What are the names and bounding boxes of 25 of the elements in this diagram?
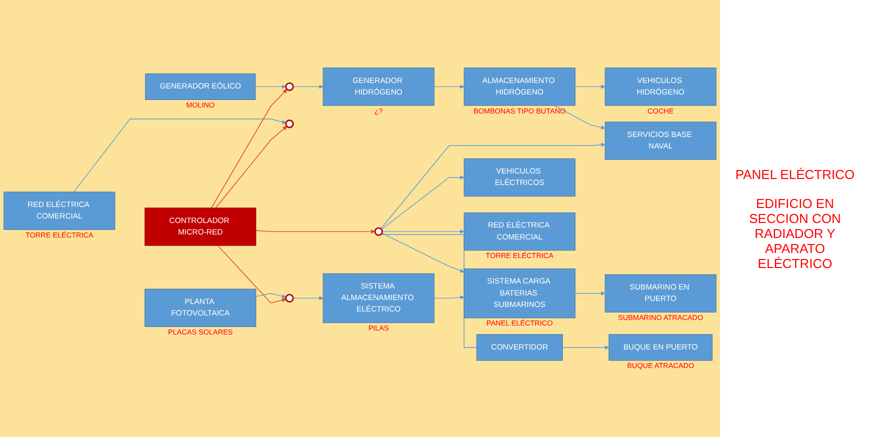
node-circle [285,120,294,128]
arrow [434,295,464,300]
arrow [215,126,287,208]
arrow [381,175,464,230]
node-circle [285,294,294,303]
node-circle [374,227,383,236]
arrow [380,142,606,230]
note-text: PANEL ELÉCTRICO [734,166,856,182]
arrow [574,84,606,89]
arrow [256,292,286,298]
arrow [255,84,286,89]
arrow [434,84,464,89]
arrow [382,229,464,234]
arrow [292,296,324,300]
arrow [562,345,610,350]
arrow [211,89,288,208]
arrow [554,105,606,130]
node-circle [285,82,294,91]
arrow [256,229,376,234]
arrow [292,84,324,89]
arrow [574,291,606,296]
arrow [381,232,464,273]
arrow [217,245,286,304]
arrow [74,118,286,192]
note-text: EDIFICIO EN SECCION CON RADIADOR Y APARATO ELÉCTRICO [748,196,842,270]
